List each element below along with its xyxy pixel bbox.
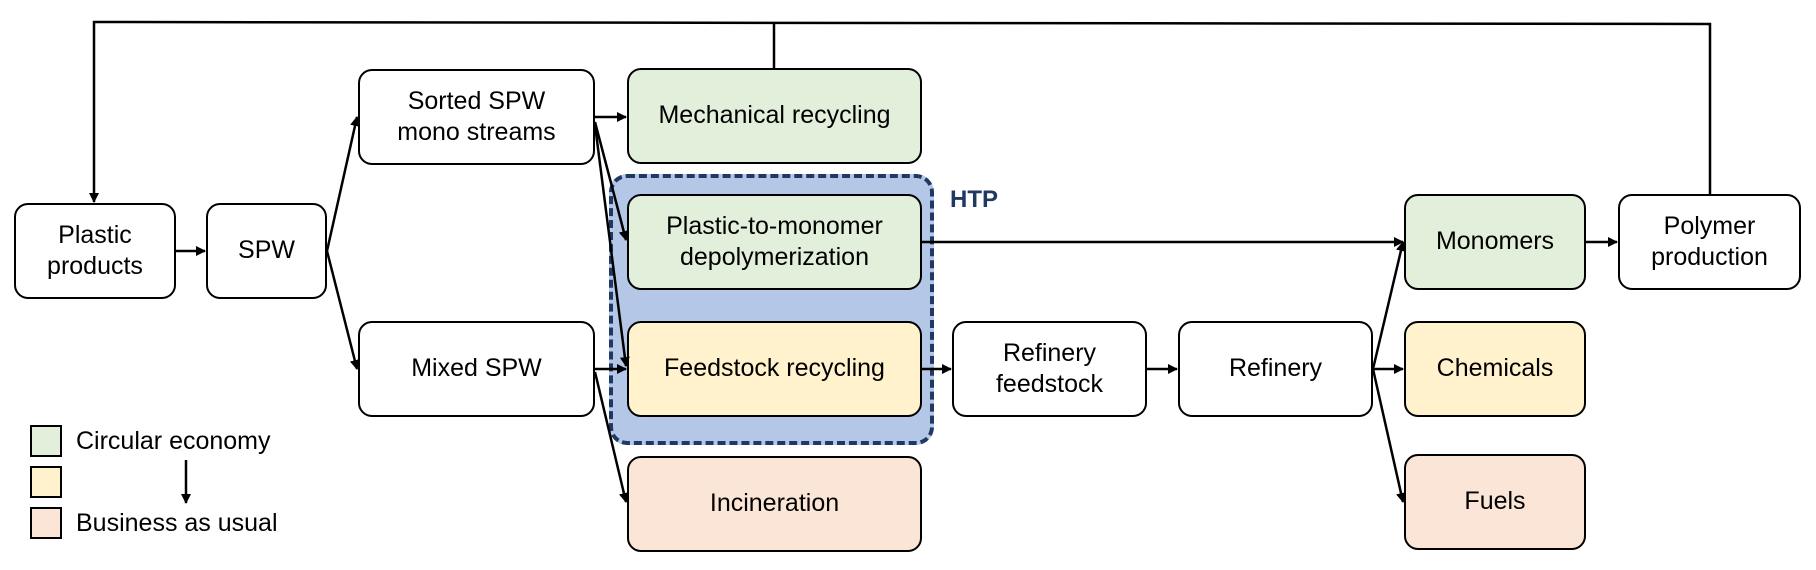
node-plastic-products: Plastic products (14, 203, 176, 299)
node-mechanical-recycling: Mechanical recycling (627, 68, 922, 164)
arrow-refinery-to-fuels (1371, 368, 1406, 503)
node-spw: SPW (206, 203, 327, 299)
arrow-spw-to-sorted (325, 116, 360, 252)
arrow-refinery-to-monomers (1371, 241, 1406, 370)
node-mixed-spw: Mixed SPW (358, 321, 595, 417)
arrow-sorted-to-ptm (593, 121, 629, 241)
legend-label-business: Business as usual (76, 509, 278, 537)
node-incineration: Incineration (627, 456, 922, 552)
node-feedstock-recycling: Feedstock recycling (627, 321, 922, 417)
node-chemicals: Chemicals (1404, 321, 1586, 417)
node-polymer-production: Polymer production (1618, 194, 1801, 290)
htp-label: HTP (950, 186, 998, 213)
node-refinery-feedstock: Refinery feedstock (952, 321, 1147, 417)
arrow-spw-to-mixed (325, 250, 360, 370)
node-refinery: Refinery (1178, 321, 1373, 417)
legend-swatch-business (30, 507, 62, 539)
node-plastic-to-monomer: Plastic-to-monomer depolymerization (627, 194, 922, 290)
legend-label-circular: Circular economy (76, 427, 271, 455)
arrow-sorted-to-feedstock (593, 124, 630, 367)
node-fuels: Fuels (1404, 454, 1586, 550)
legend-swatch-intermediate (30, 466, 62, 498)
node-sorted-spw: Sorted SPW mono streams (358, 69, 595, 165)
legend-swatch-circular (30, 425, 62, 457)
arrow-mixed-to-incineration (593, 371, 629, 503)
loop-polymer-to-plastic (89, 20, 1712, 203)
